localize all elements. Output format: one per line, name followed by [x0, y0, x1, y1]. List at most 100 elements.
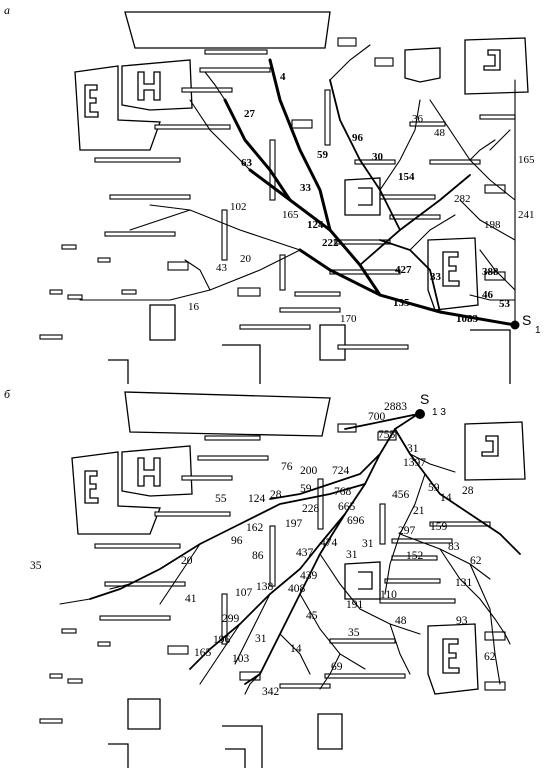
slabs-a [39, 37, 516, 350]
slab [197, 455, 269, 461]
edge-label: 27 [244, 108, 256, 120]
edge-label: 342 [262, 686, 280, 698]
edge-label: 135 [393, 297, 410, 309]
slab [409, 121, 446, 127]
edge-label: 62 [484, 651, 496, 663]
panel-letter-b: б [4, 387, 11, 401]
slab [61, 628, 77, 634]
panel-letter-a: а [4, 3, 10, 17]
edge-label: 408 [288, 583, 306, 595]
slab [221, 593, 228, 645]
slab [49, 673, 63, 679]
slab [199, 67, 271, 73]
branch-west-5 [199, 623, 241, 685]
slab [337, 344, 409, 350]
network-plan-a: а [4, 3, 541, 384]
branch-6 [379, 239, 441, 313]
trunk-branch-2 [223, 98, 292, 202]
site-boundary-top [124, 391, 331, 437]
slab [429, 159, 481, 165]
slab [221, 209, 228, 261]
building-bottom-left [149, 304, 176, 341]
slab [379, 194, 436, 200]
edge-label: 59 [317, 149, 329, 161]
building-h [121, 59, 193, 111]
buildings-b [71, 391, 526, 768]
branch-13 [479, 249, 516, 291]
edge-label: 439 [300, 570, 318, 582]
building-j-top-right [464, 421, 526, 481]
edge-label: 48 [434, 127, 446, 139]
branch-9 [189, 99, 251, 171]
edge-label: 228 [302, 503, 320, 515]
slab [379, 503, 386, 545]
edge-label: 222 [322, 237, 339, 249]
edge-label: 700 [368, 411, 386, 423]
slab [354, 159, 396, 165]
branch-center-6 [299, 593, 366, 670]
edge-label: 43 [216, 262, 228, 274]
edge-label: 124 [307, 219, 324, 231]
building-center [344, 177, 381, 216]
letter-e-mark [84, 84, 99, 118]
edge-label: 16 [188, 301, 200, 313]
branch-14 [469, 294, 516, 301]
slab [154, 124, 231, 130]
slab [324, 673, 406, 679]
branch-10 [204, 71, 226, 101]
source-index: 1 [535, 325, 541, 336]
slab [484, 681, 506, 691]
slab [291, 119, 313, 129]
edge-label: 110 [380, 589, 397, 601]
edge-label: 14 [440, 492, 452, 504]
edge-label: 196 [213, 634, 231, 646]
edge-label: 36 [412, 113, 424, 125]
edge-label: 755 [378, 429, 396, 441]
branch-12 [459, 199, 516, 241]
branch-west-8 [59, 588, 121, 605]
edge-label: 48 [395, 615, 407, 627]
slab [239, 324, 311, 330]
slab [181, 87, 233, 93]
edge-label: 1397 [403, 457, 426, 469]
building-e-left [74, 65, 161, 151]
slab [479, 114, 516, 120]
branch-20 [184, 259, 211, 291]
branch-east-2 [409, 453, 456, 473]
building-bottom-left [127, 698, 161, 730]
edge-label: 665 [338, 501, 356, 513]
slab [279, 307, 341, 313]
branch-15 [329, 44, 371, 81]
edge-label: 107 [235, 587, 253, 599]
branch-5 [329, 79, 401, 231]
letter-h-mark [137, 71, 161, 101]
branch-west-7 [109, 568, 161, 590]
source-marker-a: S 1 [510, 312, 541, 336]
branch-22 [469, 139, 496, 161]
branch-west-6 [234, 593, 271, 665]
building-bottom-2 [319, 324, 346, 361]
slab [279, 683, 331, 689]
branch-center-5 [319, 553, 421, 635]
main-trunk-b [244, 413, 419, 685]
slab [61, 244, 77, 250]
edge-label: 437 [296, 547, 314, 559]
edge-label: 103 [232, 653, 250, 665]
slab [94, 543, 181, 549]
plan-b-drawing: б [4, 387, 526, 768]
slab [374, 57, 394, 67]
letter-j-mark [483, 49, 501, 71]
letter-e-mark-lower [442, 251, 460, 287]
edge-label: 282 [454, 193, 471, 205]
slab [204, 49, 268, 55]
slab [204, 435, 261, 441]
building-bottom-5 [225, 748, 246, 768]
source-node [510, 320, 520, 330]
slab [99, 615, 171, 621]
source-index: 1 3 [432, 407, 446, 418]
edge-label: 165 [518, 154, 535, 166]
edge-label: 35 [348, 627, 360, 639]
edge-label: 124 [248, 493, 266, 505]
edge-label: 31 [362, 538, 374, 550]
slab [337, 37, 357, 47]
